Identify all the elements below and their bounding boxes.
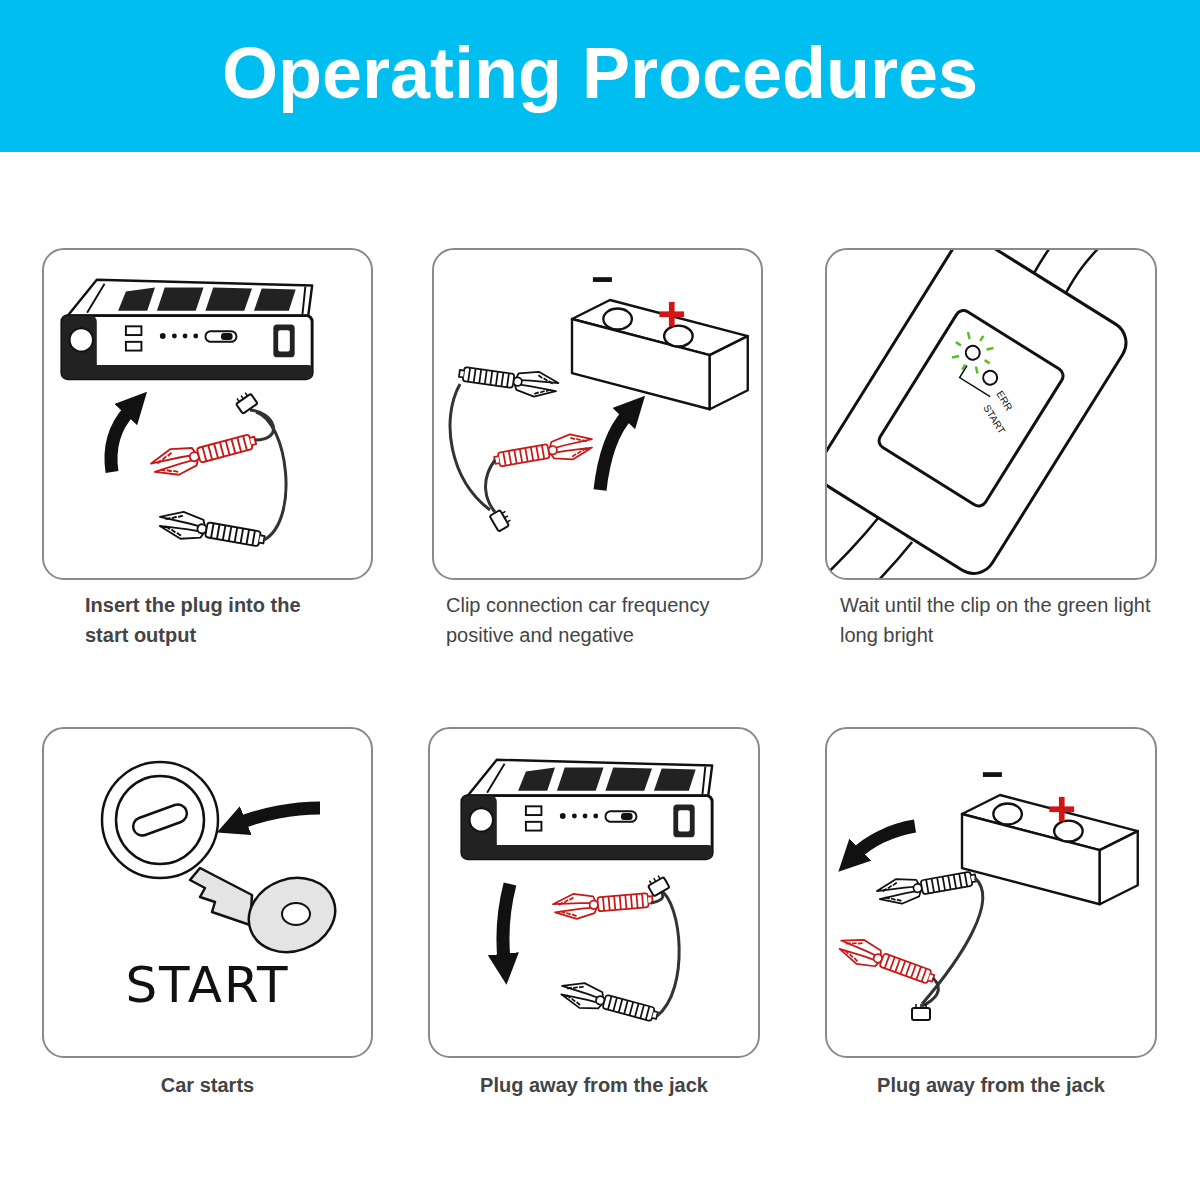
step4-art [102, 762, 346, 964]
step6-art-part [922, 878, 983, 1004]
clamp-module-part [826, 249, 1134, 579]
step4-art-part [190, 868, 252, 925]
step6-art-part [962, 772, 1138, 904]
step2-art-part [458, 361, 560, 400]
clamp-module-part [876, 308, 1066, 509]
step5-art-part [552, 887, 653, 921]
step4-art-part [282, 903, 310, 925]
step3-art-part [830, 529, 896, 579]
step4-art-part [240, 808, 320, 823]
start-word: START [42, 956, 373, 1014]
step-caption: Plug away from the jack [428, 1070, 760, 1100]
step-panel: Plug away from the jack [825, 727, 1157, 1100]
step4-art-part [238, 866, 345, 964]
title-text: Operating Procedures [222, 32, 978, 114]
step4-art-part [116, 776, 204, 864]
step3-art [826, 249, 1134, 579]
step5-art-part [462, 760, 712, 859]
panel-outline [428, 727, 760, 1058]
screen-marking: ERR [994, 388, 1016, 413]
step-panel: Clip connection car frequency positive a… [432, 248, 763, 650]
step-panel: Plug away from the jack [428, 727, 760, 1100]
step5-art-part [558, 978, 661, 1028]
step-panel: Insert the plug into the start output [42, 248, 373, 650]
step6-art-part [835, 933, 937, 991]
step6-art-part [856, 826, 915, 854]
step6-art-part [875, 865, 977, 907]
step2-art [450, 277, 748, 531]
step2-art-part [450, 384, 490, 510]
step-panel: Wait until the clip on the green light l… [825, 248, 1157, 650]
step1-art-part [111, 410, 130, 472]
step2-art-part [486, 460, 495, 512]
step5-art-part [646, 874, 670, 897]
step-caption: Insert the plug into the start output [85, 590, 345, 650]
step3-art-part [1050, 249, 1090, 283]
step6-art [835, 772, 1137, 1020]
panel-outline [432, 248, 763, 580]
step1-art-part [62, 280, 312, 379]
step2-art-part [600, 414, 628, 490]
step-caption: Clip connection car frequency positive a… [446, 590, 762, 650]
step4-art-part [131, 802, 190, 838]
step1-art-part [149, 427, 259, 481]
step5-art [462, 760, 712, 1028]
step6-art-part [922, 978, 938, 1006]
step1-art-part [256, 412, 286, 540]
panel-outline [42, 248, 373, 580]
step2-art-part [493, 431, 595, 473]
step1-art-part [234, 390, 258, 413]
step4-art-part [102, 762, 218, 878]
step1-art [62, 280, 312, 553]
step5-art-part [657, 890, 679, 1016]
step2-art-part [490, 508, 513, 532]
title-bar: Operating Procedures [0, 0, 1200, 146]
step-caption: Wait until the clip on the green light l… [840, 590, 1156, 650]
step-caption: Plug away from the jack [825, 1070, 1157, 1100]
panel-outline [825, 727, 1157, 1058]
clamp-module-part [980, 368, 999, 387]
clamp-module [826, 249, 1134, 579]
step-panel: START Car starts [42, 727, 373, 1100]
step1-art-part [157, 508, 267, 553]
clamp-module-part [963, 343, 982, 362]
step2-art-part [572, 277, 748, 409]
step-caption: Car starts [42, 1070, 373, 1100]
step6-art-part [912, 1004, 930, 1020]
step3-art-part [1050, 249, 1090, 283]
clamp-module-part [960, 366, 998, 397]
step5-art-part [503, 884, 510, 960]
step3-art-part [830, 529, 896, 579]
